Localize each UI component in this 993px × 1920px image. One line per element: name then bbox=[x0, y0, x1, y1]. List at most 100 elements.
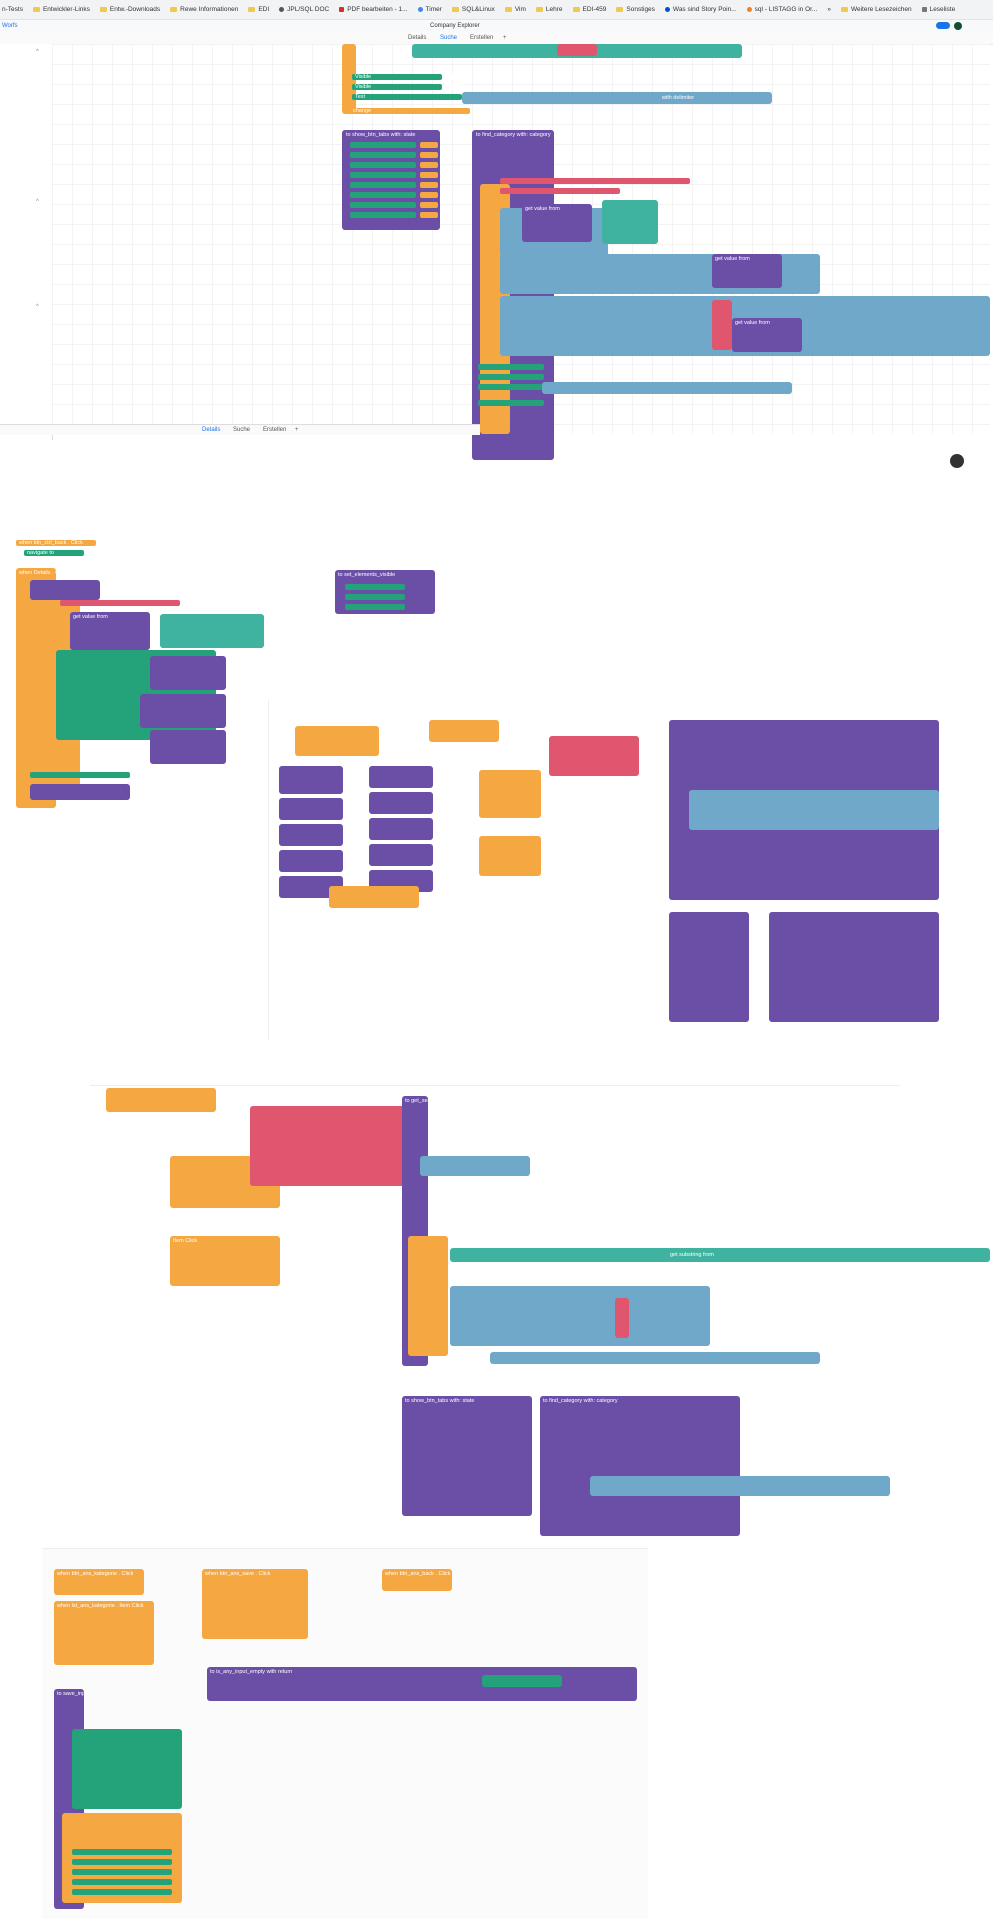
tab-erstellen[interactable]: Erstellen bbox=[263, 427, 287, 433]
event-block[interactable] bbox=[369, 818, 433, 840]
set-block[interactable] bbox=[72, 1879, 172, 1885]
list-block[interactable] bbox=[60, 600, 180, 606]
navigate-block[interactable]: navigate to bbox=[24, 550, 84, 556]
blocks-workspace-4[interactable]: Item Click to get_search_result with: se… bbox=[90, 1085, 990, 1536]
tab-details[interactable]: Details bbox=[408, 35, 427, 41]
compare-block[interactable] bbox=[590, 1476, 890, 1496]
procedure-show-btn-tabs[interactable]: to show_btn_tabs with: state bbox=[402, 1396, 532, 1516]
event-lst-suc-results[interactable]: Item Click bbox=[170, 1236, 280, 1286]
collapse-icon[interactable]: ^ bbox=[36, 49, 39, 55]
set-block[interactable] bbox=[345, 604, 405, 610]
list-block[interactable] bbox=[500, 178, 690, 184]
event-block[interactable] bbox=[479, 770, 541, 818]
join-block[interactable]: with delimiter bbox=[462, 92, 772, 104]
set-block[interactable] bbox=[478, 384, 544, 390]
event-block[interactable] bbox=[429, 720, 499, 742]
event-block[interactable] bbox=[279, 850, 343, 872]
bookmark-item[interactable]: EDI bbox=[248, 6, 269, 13]
tab-add[interactable]: + bbox=[295, 427, 299, 433]
set-block[interactable] bbox=[350, 172, 416, 178]
state-getter[interactable] bbox=[420, 172, 438, 178]
left-tab[interactable]: Worfs bbox=[2, 23, 18, 29]
bookmark-item[interactable]: Leseliste bbox=[921, 6, 955, 13]
change-block[interactable]: change bbox=[350, 108, 470, 114]
procedure-is-any-input-empty[interactable]: to is_any_input_empty with return bbox=[207, 1667, 637, 1701]
bookmark-item[interactable]: Entw.-Downloads bbox=[99, 6, 160, 13]
dictionary-block[interactable] bbox=[72, 1729, 182, 1809]
logic-block[interactable] bbox=[557, 44, 597, 56]
join-block[interactable] bbox=[712, 300, 732, 350]
for-each-block[interactable] bbox=[408, 1236, 448, 1356]
state-getter[interactable] bbox=[420, 202, 438, 208]
bookmark-item[interactable]: sql - LISTAGG in Or... bbox=[746, 6, 817, 13]
set-block[interactable] bbox=[350, 182, 416, 188]
get-value-block[interactable] bbox=[150, 656, 226, 690]
join-block[interactable] bbox=[490, 1352, 820, 1364]
bookmark-item[interactable]: PDF bearbeiten - 1... bbox=[339, 6, 408, 13]
blocks-workspace-5[interactable]: when btn_ans_kategorie . Click when lst_… bbox=[42, 1548, 648, 1919]
event-block[interactable] bbox=[106, 1088, 216, 1112]
call-set-elements-visible[interactable] bbox=[30, 580, 100, 600]
procedure-find-category[interactable]: to find_category with: category bbox=[540, 1396, 740, 1536]
bookmark-item[interactable]: Lehre bbox=[535, 6, 563, 13]
get-value-block[interactable]: get value from bbox=[712, 254, 782, 288]
get-value-block[interactable]: get value from bbox=[70, 612, 150, 650]
bookmark-item[interactable]: Timer bbox=[417, 6, 442, 13]
avatar[interactable] bbox=[954, 22, 962, 30]
value-true[interactable] bbox=[444, 74, 464, 80]
event-btn-ans-back[interactable]: when btn_ans_back . Click bbox=[382, 1569, 452, 1591]
event-block[interactable] bbox=[369, 792, 433, 814]
trash-icon[interactable] bbox=[950, 454, 964, 468]
event-block[interactable] bbox=[369, 766, 433, 788]
bookmark-item[interactable]: JPL/SQL DOC bbox=[279, 6, 329, 13]
set-block[interactable] bbox=[350, 202, 416, 208]
event-block[interactable] bbox=[279, 766, 343, 794]
set-block[interactable] bbox=[72, 1859, 172, 1865]
tab-add[interactable]: + bbox=[503, 35, 507, 41]
tab-suche[interactable]: Suche bbox=[440, 35, 458, 41]
init-block[interactable] bbox=[549, 736, 639, 776]
compare-block[interactable] bbox=[482, 1675, 562, 1687]
set-block[interactable] bbox=[350, 152, 416, 158]
procedure-find-category[interactable] bbox=[769, 912, 939, 1022]
set-block[interactable] bbox=[350, 162, 416, 168]
bookmark-item[interactable]: Rewe Informationen bbox=[170, 6, 238, 13]
event-block[interactable] bbox=[479, 836, 541, 876]
substring-block[interactable]: get substring from bbox=[450, 1248, 990, 1262]
event-block[interactable] bbox=[279, 824, 343, 846]
tab-suche[interactable]: Suche bbox=[233, 427, 251, 433]
get-value-block[interactable] bbox=[140, 694, 226, 728]
event-block[interactable] bbox=[279, 798, 343, 820]
set-block[interactable] bbox=[72, 1869, 172, 1875]
event-block[interactable] bbox=[369, 844, 433, 866]
state-getter[interactable] bbox=[420, 182, 438, 188]
blocks-workspace-3[interactable] bbox=[268, 700, 939, 1040]
dictionary-block[interactable] bbox=[602, 200, 658, 244]
bookmark-item[interactable]: n-Tests bbox=[2, 6, 23, 13]
set-block[interactable] bbox=[478, 374, 544, 380]
bookmark-item[interactable]: Weitere Lesezeichen bbox=[840, 6, 912, 13]
set-block[interactable] bbox=[345, 594, 405, 600]
set-block[interactable] bbox=[72, 1849, 172, 1855]
set-block[interactable] bbox=[350, 142, 416, 148]
join-block[interactable] bbox=[615, 1298, 629, 1338]
state-getter[interactable] bbox=[420, 152, 438, 158]
compare-block[interactable] bbox=[450, 1286, 710, 1346]
profile-badge[interactable] bbox=[936, 22, 950, 29]
event-btn-ans-kategorie[interactable]: when btn_ans_kategorie . Click bbox=[54, 1569, 144, 1595]
bookmark-item[interactable]: SQL&Linux bbox=[451, 6, 495, 13]
set-block[interactable] bbox=[72, 1889, 172, 1895]
value-false[interactable] bbox=[444, 84, 464, 90]
collapse-icon[interactable]: ^ bbox=[36, 199, 39, 205]
compare-block[interactable] bbox=[689, 790, 939, 830]
set-block[interactable] bbox=[350, 192, 416, 198]
set-block[interactable] bbox=[478, 400, 544, 406]
event-lst-ans-kategorie[interactable]: when lst_ans_kategorie . Item Click bbox=[54, 1601, 154, 1665]
state-getter[interactable] bbox=[420, 212, 438, 218]
set-block[interactable]: Text bbox=[352, 94, 462, 100]
set-block[interactable] bbox=[350, 212, 416, 218]
compare-block[interactable] bbox=[160, 614, 264, 648]
tab-details[interactable]: Details bbox=[202, 427, 221, 433]
get-value-block[interactable]: get value from bbox=[522, 204, 592, 242]
if-block[interactable] bbox=[62, 1813, 182, 1903]
